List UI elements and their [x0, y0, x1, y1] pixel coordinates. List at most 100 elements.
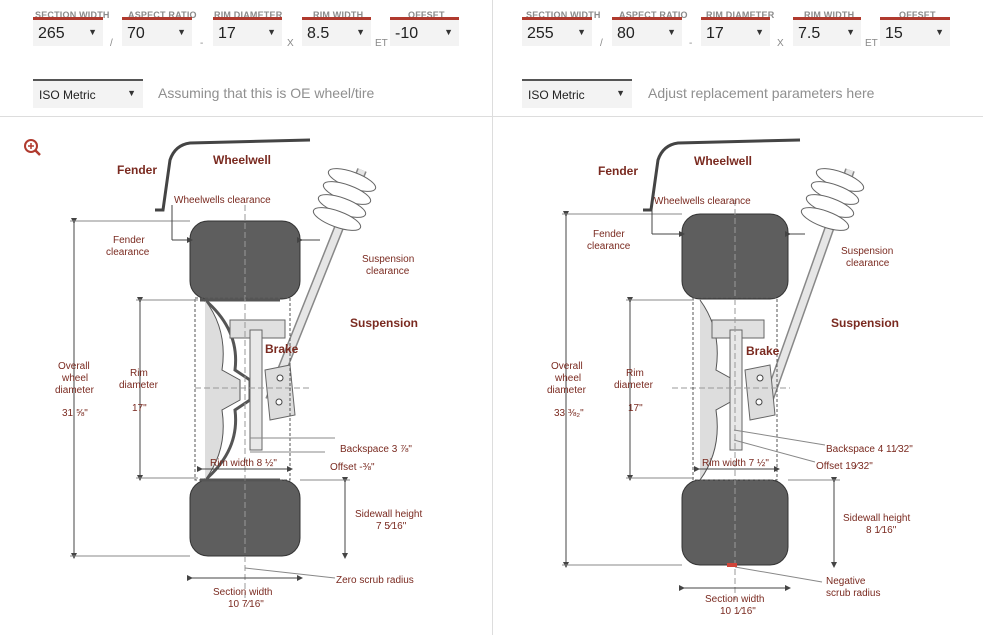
right-offset: OFFSET — [899, 10, 936, 20]
right-section-width: SECTION WIDTH — [526, 10, 601, 20]
chevron-down-icon: ▼ — [935, 27, 944, 37]
right-rim-diameter-select[interactable]: 17 ▼ — [701, 17, 770, 46]
left-unit-system-value: ISO Metric — [39, 88, 96, 102]
left-rim-width-select[interactable]: 8.5 ▼ — [302, 17, 371, 46]
separator-dash: - — [200, 38, 204, 49]
zoom-in-icon[interactable] — [24, 139, 41, 156]
left-rim-width-label: RIM WIDTH — [313, 10, 364, 20]
chevron-down-icon: ▼ — [267, 27, 276, 37]
right-section-width-select[interactable]: 255 ▼ — [522, 17, 592, 46]
section-width-label: Section width — [213, 587, 272, 598]
suspension-strut — [265, 168, 377, 402]
left-offset-select[interactable]: -10 ▼ — [390, 17, 459, 46]
rim-diameter-label: Rim diameter — [614, 368, 654, 391]
chevron-down-icon: ▼ — [88, 27, 97, 37]
sidewall-height-label: Sidewall height — [355, 509, 422, 520]
chevron-down-icon: ▼ — [846, 27, 855, 37]
separator-x: X — [287, 38, 294, 49]
right-rim-diameter-label: RIM DIAMETER — [706, 10, 775, 20]
brake-label: Brake — [265, 342, 299, 356]
rim-diameter-label: Rim diameter — [119, 368, 159, 391]
sidewall-height-value: 7 5⁄16" — [376, 521, 407, 532]
rim-width-label: Rim width 8 ½" — [210, 458, 277, 469]
fender-clearance-label: Fender clearance — [106, 235, 150, 258]
offset-label: Offset -⅜" — [330, 462, 375, 473]
separator-slash: / — [600, 38, 603, 49]
overall-diameter-value: 31 ⅝" — [62, 408, 88, 419]
sidewall-height-value: 8 1⁄16" — [866, 525, 897, 536]
separator-et: ET — [865, 38, 878, 49]
right-aspect-ratio: ASPECT RATIO — [619, 10, 688, 20]
chevron-down-icon: ▼ — [577, 27, 586, 37]
right-hint: Adjust replacement parameters here — [648, 85, 875, 101]
chevron-down-icon: ▼ — [356, 27, 365, 37]
left-offset-value: -10 — [395, 25, 419, 42]
fender-label: Fender — [598, 164, 638, 178]
right-rim-width-select[interactable]: 7.5▼ — [793, 17, 861, 46]
right-section-width-value: 255 — [527, 25, 554, 42]
backspace-label: Backspace 3 ⅞" — [340, 444, 412, 455]
separator-x: X — [777, 38, 784, 49]
scrub-radius-label: Negative scrub radius — [826, 576, 880, 599]
sidewall-height-label: Sidewall height — [843, 513, 910, 524]
left-rim-diameter: RIM DIAMETER — [214, 10, 282, 20]
left-section-width: SECTION WIDTH — [35, 10, 110, 20]
right-unit-system-select[interactable]: ISO Metric▼ — [522, 79, 632, 108]
left-rim-width: RIM WIDTH — [313, 10, 363, 20]
right-offset-value: 15 — [885, 25, 903, 42]
left-aspect-ratio-label: ASPECT RATIO — [128, 10, 197, 20]
left-hint: Assuming that this is OE wheel/tire — [158, 85, 375, 101]
left-section-width-label: SECTION WIDTH — [35, 10, 110, 20]
tire-bottom — [189, 479, 301, 557]
divider-horizontal — [0, 116, 983, 117]
wheelwells-clearance-label: Wheelwells clearance — [174, 195, 271, 206]
left-diagram: Fender Wheelwell Wheelwells clearance Fe… — [24, 138, 422, 610]
fender-shape — [155, 138, 311, 212]
chevron-down-icon: ▼ — [127, 88, 136, 98]
separator-et: ET — [375, 38, 388, 49]
left-section-width-select[interactable]: 265 ▼ — [33, 17, 103, 46]
separator-slash: / — [110, 38, 113, 49]
wheelwells-clearance-label: Wheelwells clearance — [654, 196, 751, 207]
left-offset: OFFSET — [408, 10, 445, 20]
section-width-value: 10 1⁄16" — [720, 606, 756, 617]
overall-diameter-value: 33 ⅜₂" — [554, 408, 584, 419]
left-offset-label: OFFSET — [408, 10, 445, 20]
rim-width-label: Rim width 7 ½" — [702, 458, 769, 469]
chevron-down-icon: ▼ — [755, 27, 764, 37]
left-rim-diameter-value: 17 — [218, 25, 236, 42]
chevron-down-icon: ▼ — [444, 27, 453, 37]
brake-label: Brake — [746, 344, 780, 358]
left-section-width-value: 265 — [38, 25, 65, 42]
right-rim-width: RIM WIDTH — [804, 10, 854, 20]
wheelwell-label: Wheelwell — [213, 153, 271, 167]
brake-assembly — [229, 319, 296, 451]
right-unit-system-value: ISO Metric — [528, 88, 585, 102]
rim-diameter-value: 17" — [132, 403, 147, 414]
suspension-label: Suspension — [350, 316, 418, 330]
fender-clearance-label: Fender clearance — [587, 229, 631, 252]
right-offset-label: OFFSET — [899, 10, 936, 20]
section-width-value: 10 7⁄16" — [228, 599, 264, 610]
left-unit-system-select[interactable]: ISO Metric ▼ — [33, 79, 143, 108]
left-rim-width-value: 8.5 — [307, 25, 330, 42]
right-aspect-ratio-select[interactable]: 80 ▼ — [612, 17, 682, 46]
right-rim-width-label: RIM WIDTH — [804, 10, 855, 20]
right-section-width-label: SECTION WIDTH — [526, 10, 601, 20]
right-offset-select[interactable]: 15 ▼ — [880, 17, 950, 46]
section-width-label: Section width — [705, 594, 764, 605]
overall-diameter-label: Overall wheel diameter — [55, 361, 95, 396]
left-aspect-ratio-select[interactable]: 70▼ — [122, 17, 192, 46]
right-aspect-ratio-value: 80 — [617, 25, 635, 42]
separator-dash: - — [689, 38, 693, 49]
right-rim-diameter-value: 17 — [706, 25, 724, 42]
suspension-strut — [760, 168, 865, 412]
chevron-down-icon: ▼ — [667, 27, 676, 37]
left-controls: SECTION WIDTH 265▼ / ASPECT RATIO 70▼ - … — [0, 0, 492, 116]
fender-shape — [643, 138, 801, 212]
fender-label: Fender — [117, 163, 157, 177]
right-aspect-ratio-label: ASPECT RATIO — [619, 10, 688, 20]
left-rim-diameter-select[interactable]: 17 ▼ — [213, 17, 282, 46]
brake-assembly — [711, 319, 776, 451]
